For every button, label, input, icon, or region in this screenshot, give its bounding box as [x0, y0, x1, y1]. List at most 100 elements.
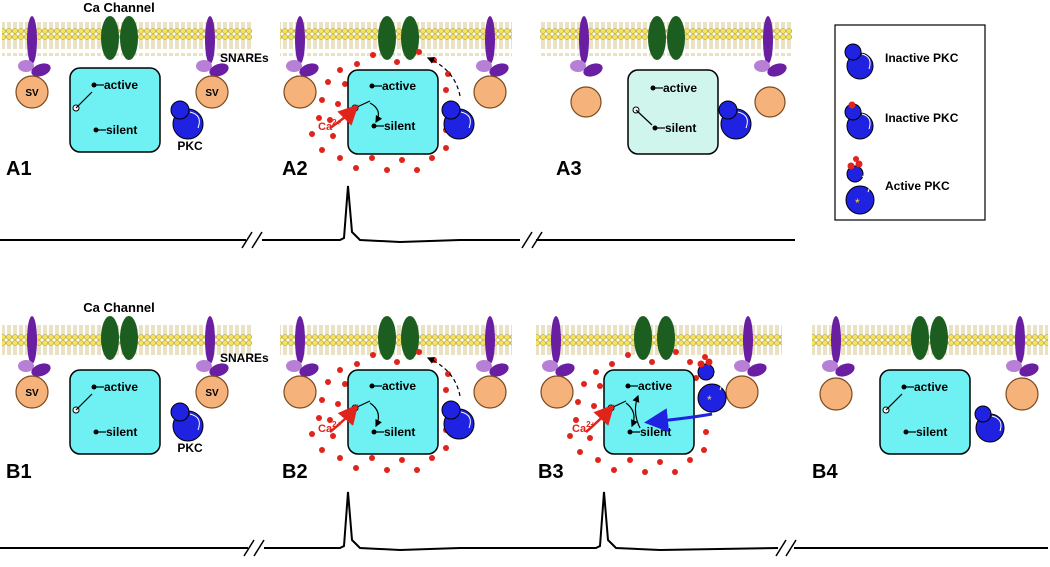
switch-return-arrow [632, 394, 641, 429]
calcium-arrow [329, 404, 359, 433]
switch-arrow [369, 102, 383, 124]
synaptic-vesicle [819, 377, 853, 411]
switch-lever [75, 91, 93, 109]
legend-item-1: Inactive PKC [885, 51, 959, 65]
ca-channel [911, 316, 948, 360]
sv-label: SV [25, 88, 39, 99]
synaptic-vesicle [15, 75, 49, 109]
state-active: active [382, 379, 416, 393]
panel-b1: Ca Channel SV SV SNAREs active silent [2, 300, 269, 483]
membrane [812, 322, 1048, 356]
panel-label-a1: A1 [6, 158, 32, 180]
snare-complex-right [196, 316, 229, 377]
synaptic-vesicle [570, 86, 602, 118]
state-active: active [382, 79, 416, 93]
panel-a2: active silent Ca2+ A2 [280, 16, 512, 180]
membrane [540, 22, 792, 56]
trace-break-icon [243, 539, 797, 557]
state-silent: silent [916, 425, 947, 439]
panel-label-b2: B2 [282, 461, 308, 483]
state-active: active [104, 78, 138, 92]
legend: Inactive PKC Inactive PKC * Active PKC [834, 24, 986, 221]
snare-complex-left [286, 16, 319, 77]
synaptic-vesicle [15, 375, 49, 409]
snare-complex-right [476, 16, 509, 77]
legend-item-3: Active PKC [885, 179, 950, 193]
switch-box [69, 369, 161, 455]
panel-b3: active silent Ca2+ * B3 [536, 316, 782, 483]
membrane [280, 22, 512, 56]
snare-complex-left [18, 316, 51, 377]
panel-label-a2: A2 [282, 158, 308, 180]
state-active: active [914, 380, 948, 394]
synaptic-vesicle [540, 375, 574, 409]
state-silent: silent [384, 119, 415, 133]
active-pkc-icon: * [697, 354, 727, 413]
panel-b2: active silent Ca2+ B2 [280, 316, 512, 483]
state-active: active [663, 81, 697, 95]
switch-box [69, 67, 161, 153]
switch-lever [75, 393, 93, 411]
snares-label: SNAREs [220, 351, 269, 365]
switch-box [627, 69, 719, 155]
ca-channel-open [634, 316, 675, 360]
state-silent: silent [106, 123, 137, 137]
snare-complex-left [570, 16, 603, 77]
snare-complex-right [476, 316, 509, 377]
synaptic-vesicle [754, 86, 786, 118]
synaptic-vesicle [473, 375, 507, 409]
legend-item-2: Inactive PKC [885, 111, 959, 125]
panel-a3: active silent A3 [540, 16, 792, 180]
switch-lever [885, 393, 903, 411]
snare-complex-left [542, 316, 575, 377]
state-active: active [638, 379, 672, 393]
state-active: active [104, 380, 138, 394]
snares-label: SNAREs [220, 51, 269, 65]
state-silent: silent [384, 425, 415, 439]
switch-lever [635, 109, 653, 126]
state-silent: silent [665, 121, 696, 135]
pkc-icon [718, 100, 752, 140]
switch-box [879, 369, 971, 455]
panel-label-a3: A3 [556, 158, 582, 180]
pkc-icon [441, 100, 475, 140]
ca-channel-label: Ca Channel [83, 300, 155, 315]
panel-b4: active silent B4 [812, 316, 1048, 483]
voltage-trace-a [0, 185, 795, 244]
panel-label-b1: B1 [6, 461, 32, 483]
calcium-label: Ca2+ [318, 420, 342, 435]
sv-label: SV [25, 388, 39, 399]
pkc-label: PKC [177, 139, 203, 153]
snare-complex-left [286, 316, 319, 377]
ca-channel [648, 16, 685, 60]
inactive-pkc-icon [844, 43, 874, 80]
pkc-icon [170, 100, 204, 140]
voltage-trace-b [0, 491, 1048, 552]
inactive-pkc-bound-icon [844, 101, 874, 140]
synaptic-vesicle [473, 75, 507, 109]
synaptic-vesicle [725, 375, 759, 409]
calcium-arrow [585, 404, 615, 433]
synaptic-vesicle [195, 375, 229, 409]
active-pkc-icon: * [845, 156, 875, 215]
synaptic-vesicle [283, 375, 317, 409]
snare-complex-right [754, 16, 787, 77]
state-silent: silent [106, 425, 137, 439]
pkc-icon [170, 402, 204, 442]
svg-text:*: * [855, 196, 860, 210]
sv-label: SV [205, 388, 219, 399]
calcium-label: Ca2+ [318, 118, 342, 133]
calcium-arrow [329, 104, 359, 130]
ca-channel [101, 316, 138, 360]
pkc-action-arrow [644, 408, 713, 433]
ca-channel-open [378, 16, 419, 60]
snare-complex-left [18, 16, 51, 77]
pkc-label: PKC [177, 441, 203, 455]
ca-channel-open [378, 316, 419, 360]
snare-complex-right [734, 316, 767, 377]
panel-label-b4: B4 [812, 461, 838, 483]
pkc-icon [441, 400, 475, 440]
panel-a1: Ca Channel SV SV SNAREs active silent [2, 0, 269, 180]
snare-complex-right [196, 16, 229, 77]
